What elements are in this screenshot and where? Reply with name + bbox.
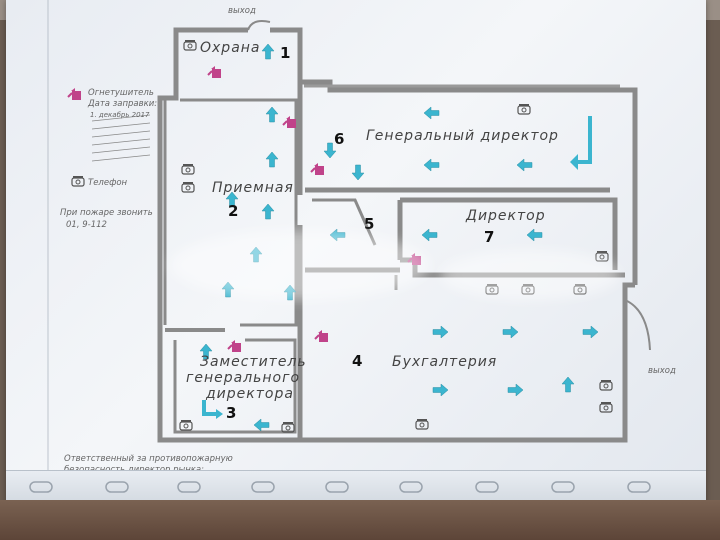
room-2-name: Приемная [212, 180, 294, 196]
room-1-name: Охрана [200, 40, 261, 56]
room-1-number: 1 [280, 44, 291, 62]
room-7-name: Директор [466, 208, 546, 224]
legend-phone: Телефон [88, 178, 128, 188]
room-5-number: 5 [364, 215, 375, 233]
legend-fire-call-line2: 01, 9-112 [66, 220, 107, 230]
wooden-surface [0, 500, 720, 540]
top-exit-label: выход [228, 6, 256, 16]
legend-refill-date: Дата заправки: [88, 99, 158, 109]
room-6-number: 6 [334, 130, 345, 148]
room-3-number: 3 [226, 404, 237, 422]
plastic-glare [170, 230, 430, 300]
plastic-glare [440, 250, 620, 300]
room-4-name: Бухгалтерия [392, 354, 498, 370]
sleeve-holes [29, 481, 651, 493]
responsible-line1: Ответственный за противопожарную [64, 454, 233, 464]
room-3-name-line3: директора [206, 386, 294, 402]
legend-extinguisher-title: Огнетушитель [88, 88, 154, 98]
room-7-number: 7 [484, 228, 495, 246]
right-exit-label: выход [648, 366, 676, 376]
room-4-number: 4 [352, 352, 363, 370]
room-3-name-line1: Заместитель [200, 354, 307, 370]
room-6-name: Генеральный директор [366, 128, 559, 144]
legend-fire-call-line1: При пожаре звонить [60, 208, 153, 218]
room-2-number: 2 [228, 202, 239, 220]
legend-first-entry: 1. декабрь 2017 [90, 111, 150, 119]
room-3-name-line2: генерального [186, 370, 301, 386]
